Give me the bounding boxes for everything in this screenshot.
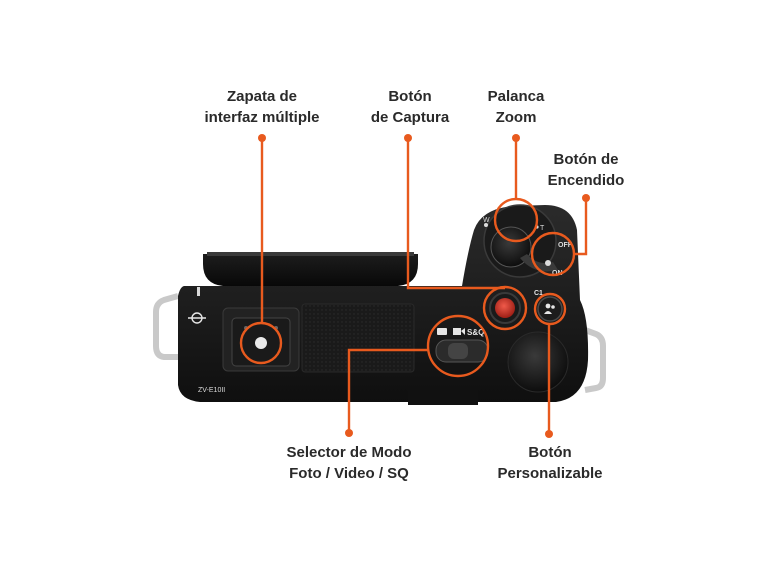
mode-ring — [426, 314, 490, 378]
callout-line: interfaz múltiple — [204, 109, 320, 126]
mode-selector-knob — [448, 343, 468, 359]
callout-label-mode: Selector de Modo Foto / Video / SQ — [264, 442, 434, 484]
power-switch — [520, 254, 558, 272]
custom-dot — [545, 430, 553, 438]
callout-label-power: Botón de Encendido — [536, 149, 636, 191]
callout-line: Selector de Modo — [286, 444, 412, 461]
hotshoe-dot — [258, 134, 266, 142]
lens-mount-edge — [207, 252, 414, 256]
capture-ring — [482, 285, 528, 331]
video-mode-icon — [453, 328, 465, 335]
callout-line: Botón — [528, 444, 572, 461]
focal-plane-icon — [188, 312, 206, 324]
callout-label-capture: Botón de Captura — [350, 86, 470, 128]
zoom-ring — [493, 197, 539, 243]
person-icon — [544, 303, 555, 314]
lens-mount — [203, 254, 418, 286]
custom-button — [537, 296, 563, 322]
body-marker — [197, 287, 200, 296]
callout-label-custom: Botón Personalizable — [480, 442, 620, 484]
callout-line: Palanca — [487, 88, 545, 105]
callout-label-hotshoe: Zapata de interfaz múltiple — [182, 86, 342, 128]
callout-lines — [239, 134, 590, 438]
power-ring — [530, 231, 576, 277]
camera-model: ZV-E10II — [198, 387, 225, 394]
mode-leader — [347, 348, 429, 433]
callout-line: Personalizable — [497, 465, 603, 482]
power-dot — [582, 194, 590, 202]
zoom-dot — [512, 134, 520, 142]
hotshoe-ring — [239, 321, 283, 365]
power-indicator — [545, 260, 551, 266]
callout-line: Botón de — [553, 151, 619, 168]
photo-mode-icon — [437, 328, 447, 335]
zoom-w-mark — [484, 223, 488, 227]
mode-sq-label: S&Q — [467, 328, 484, 337]
zoom-t-label: T — [540, 225, 545, 232]
custom-button-label: C1 — [534, 290, 543, 297]
callout-line: Zapata de — [226, 88, 298, 105]
power-off-label: OFF — [558, 242, 573, 249]
callout-line: de Captura — [370, 109, 450, 126]
shutter-button — [490, 226, 532, 268]
zoom-w-label: W — [483, 217, 490, 224]
callout-line: Encendido — [547, 172, 625, 189]
capture-leader — [406, 138, 505, 290]
mode-dot — [345, 429, 353, 437]
custom-ring — [533, 292, 567, 326]
capture-dot — [404, 134, 412, 142]
hot-shoe-contact — [255, 337, 267, 349]
right-strap-lug — [583, 327, 606, 393]
microphone-grille — [301, 303, 415, 373]
callout-line: Foto / Video / SQ — [289, 465, 409, 482]
callout-line: Zoom — [495, 109, 537, 126]
callout-label-zoom: Palanca Zoom — [466, 86, 566, 128]
callout-line: Botón — [388, 88, 432, 105]
control-dial — [507, 331, 569, 393]
power-leader — [573, 198, 588, 256]
body-bottom-bump — [408, 388, 478, 405]
record-button — [495, 298, 515, 318]
left-strap-lug — [153, 293, 179, 360]
